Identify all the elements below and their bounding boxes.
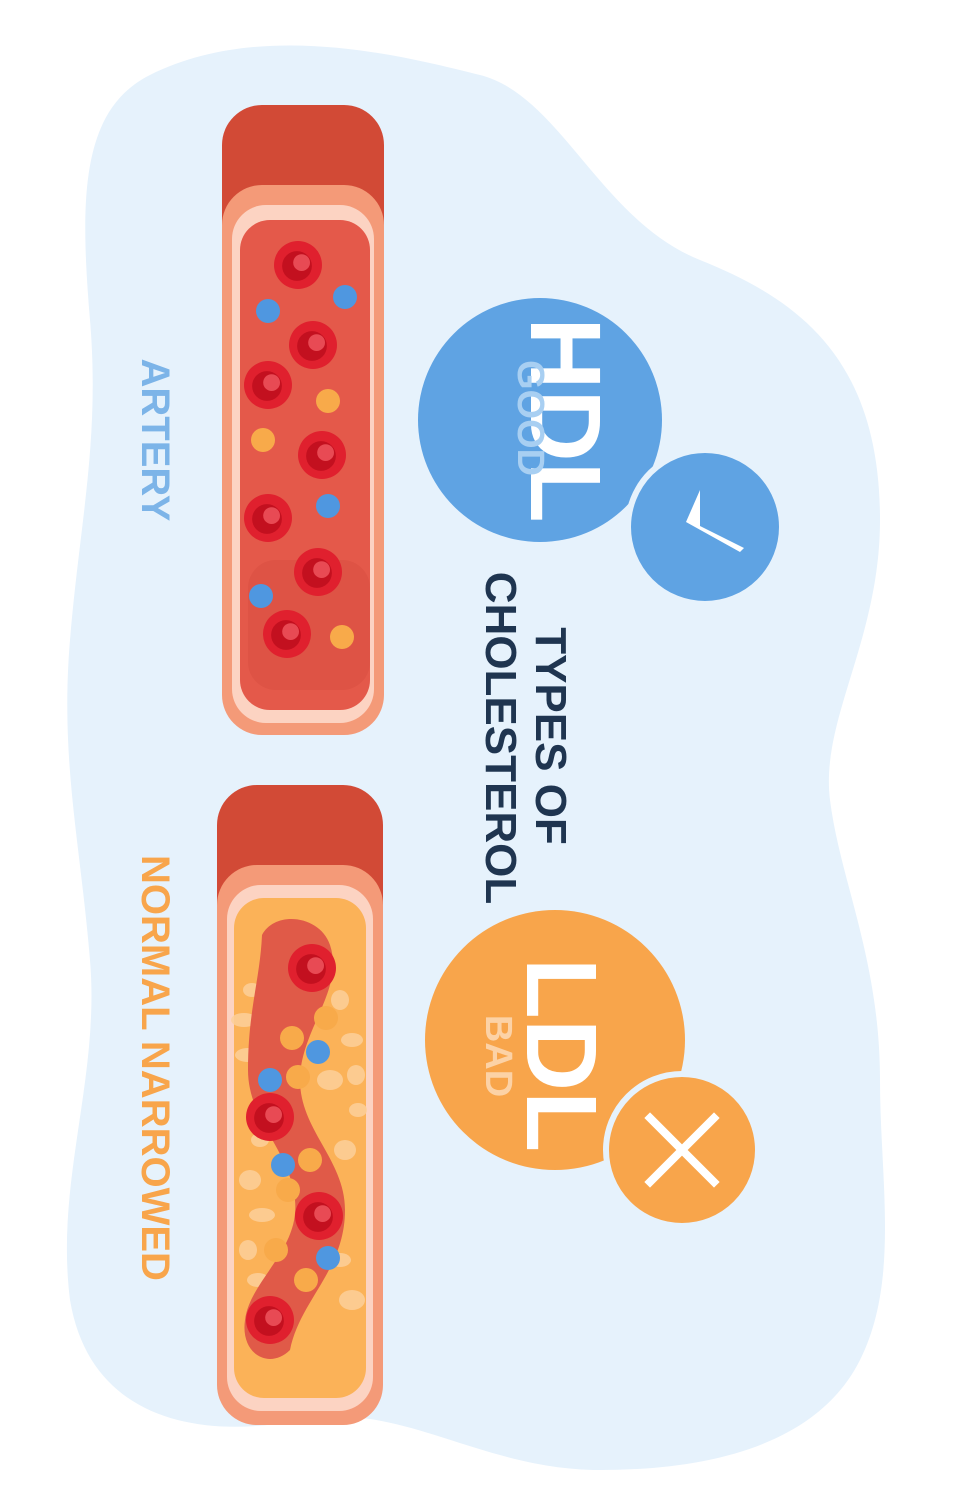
hdl-particle bbox=[333, 285, 357, 309]
plaque-deposit bbox=[334, 1140, 356, 1160]
title-line-1: TYPES OF bbox=[526, 627, 575, 845]
plaque-deposit bbox=[341, 1033, 363, 1047]
title-line-2: CHOLESTEROL bbox=[476, 571, 525, 905]
hdl-particle bbox=[306, 1040, 330, 1064]
ldl-particle bbox=[280, 1026, 304, 1050]
plaque-deposit bbox=[331, 990, 349, 1010]
plaque-deposit bbox=[231, 1013, 257, 1027]
hdl-check-circle bbox=[625, 447, 785, 607]
plaque-deposit bbox=[317, 1070, 343, 1090]
red-blood-cell bbox=[289, 321, 337, 369]
red-blood-cell bbox=[244, 494, 292, 542]
narrowed-artery bbox=[217, 785, 383, 1425]
hdl-particle bbox=[249, 584, 273, 608]
ldl-label: LDL bbox=[505, 957, 617, 1153]
red-blood-cell bbox=[294, 548, 342, 596]
normal-artery bbox=[222, 105, 384, 735]
red-blood-cell bbox=[298, 431, 346, 479]
plaque-deposit bbox=[239, 1170, 261, 1190]
red-blood-cell bbox=[244, 361, 292, 409]
ldl-particle bbox=[286, 1065, 310, 1089]
plaque-deposit bbox=[339, 1290, 365, 1310]
ldl-sublabel: BAD bbox=[477, 1014, 519, 1098]
ldl-particle bbox=[294, 1268, 318, 1292]
narrowed-blood-channel bbox=[244, 918, 345, 1359]
plaque-deposit bbox=[239, 1240, 257, 1260]
narrowed-cells bbox=[246, 944, 343, 1344]
hdl-circle bbox=[418, 298, 662, 542]
plaque-deposit bbox=[347, 1065, 365, 1085]
hdl-particle bbox=[258, 1068, 282, 1092]
ldl-particle bbox=[314, 1006, 338, 1030]
hdl-particle bbox=[256, 299, 280, 323]
artery-label: ARTERY bbox=[133, 358, 177, 522]
checkmark-icon bbox=[686, 490, 744, 552]
ldl-particle bbox=[276, 1178, 300, 1202]
red-blood-cell bbox=[263, 610, 311, 658]
ldl-particle bbox=[316, 389, 340, 413]
ldl-particle bbox=[251, 428, 275, 452]
plaque-deposit bbox=[349, 1103, 367, 1117]
hdl-particle bbox=[316, 1246, 340, 1270]
artery-cells bbox=[244, 241, 357, 658]
ldl-particle bbox=[330, 625, 354, 649]
red-blood-cell bbox=[246, 1093, 294, 1141]
plaque-deposit bbox=[249, 1208, 275, 1222]
hdl-badge bbox=[418, 298, 785, 607]
ldl-badge bbox=[425, 910, 761, 1229]
hdl-sublabel: GOOD bbox=[509, 359, 551, 477]
ldl-particle bbox=[264, 1238, 288, 1262]
red-blood-cell bbox=[246, 1296, 294, 1344]
red-blood-cell bbox=[295, 1192, 343, 1240]
hdl-particle bbox=[316, 494, 340, 518]
ldl-particle bbox=[298, 1148, 322, 1172]
cross-icon bbox=[644, 1112, 720, 1188]
red-blood-cell bbox=[274, 241, 322, 289]
hdl-particle bbox=[271, 1153, 295, 1177]
narrowed-label: NORMAL NARROWED bbox=[133, 855, 177, 1281]
red-blood-cell bbox=[288, 944, 336, 992]
